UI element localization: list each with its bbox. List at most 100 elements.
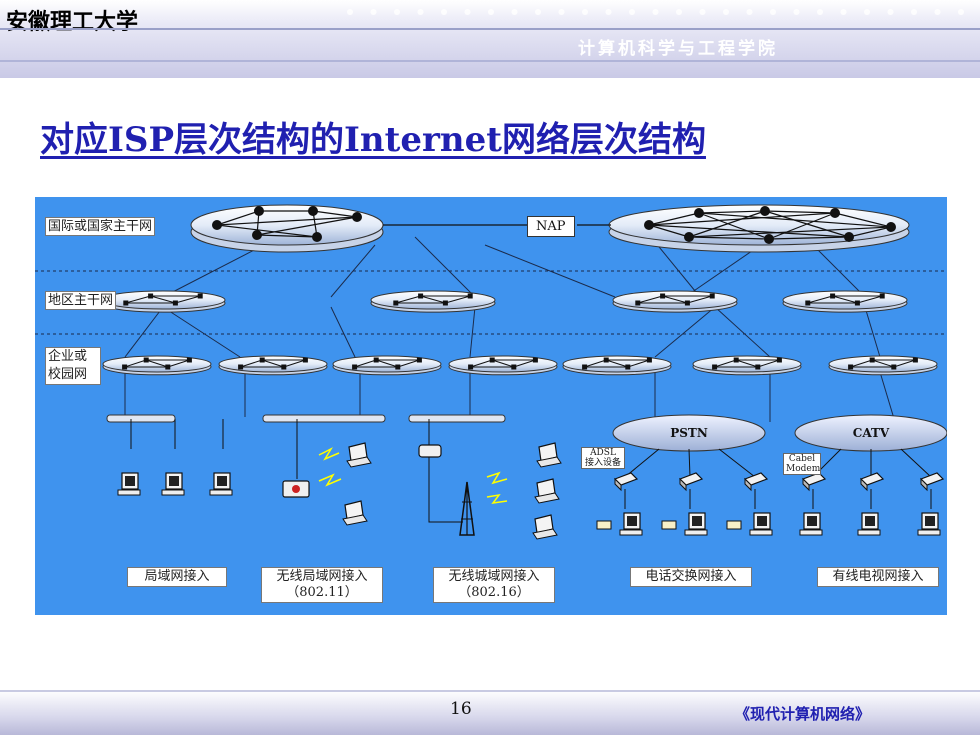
campus-ring-6-node	[712, 364, 718, 370]
regional-ring-4-node	[805, 300, 811, 306]
campus-ring-3-link	[397, 359, 420, 368]
wman-laptop-3-base	[532, 528, 558, 540]
campus-ring-6-link	[714, 359, 737, 368]
campus-ring-5-node	[646, 357, 652, 363]
national-ring-left-link	[216, 210, 260, 226]
uplink-line	[469, 306, 476, 358]
national-ring-right-node	[684, 232, 694, 242]
header-rule-2	[0, 60, 980, 62]
campus-ring-4-node	[468, 364, 474, 370]
catv-label: CATV	[853, 426, 890, 440]
caption-catv: 有线电视网接入	[817, 567, 939, 587]
campus-ring-3-node	[416, 357, 422, 363]
campus-ring-3-node	[373, 357, 379, 363]
catv-pc-3-keyboard	[917, 529, 941, 536]
lan-pc-1-keyboard	[117, 489, 141, 496]
adsl-device-label: ADSL 接入设备	[581, 447, 625, 469]
national-ring-right-link	[768, 212, 836, 240]
uplink-line	[714, 306, 771, 358]
national-ring-right-node	[844, 232, 854, 242]
catv-pc-2-keyboard	[857, 529, 881, 536]
pstn-label: PSTN	[670, 426, 708, 440]
campus-ring-4-link	[492, 359, 514, 368]
campus-ring-3-link	[354, 359, 377, 368]
campus-ring-1-node	[165, 364, 171, 370]
national-ring-right-link	[698, 212, 770, 240]
wlan-laptop-1-base	[346, 456, 372, 468]
regional-ring-1-node	[197, 293, 203, 299]
lan-pc-3-screen	[217, 476, 227, 486]
regional-ring-3-node	[709, 293, 715, 299]
campus-ring-3-node	[395, 364, 401, 370]
national-ring-right-link	[688, 210, 766, 238]
uplink-line	[864, 306, 881, 358]
national-ring-right-node	[760, 206, 770, 216]
campus-ring-4-link	[513, 359, 536, 368]
wlan-laptop-2-base	[342, 514, 368, 526]
catv-pc-1-screen	[807, 516, 817, 526]
lan-pc-2-screen	[169, 476, 179, 486]
pstn-pc-3-screen	[757, 516, 767, 526]
adsl-modem-2-side	[679, 477, 687, 492]
level-label-regional: 地区主干网	[45, 291, 117, 310]
national-ring-left-node	[352, 212, 362, 222]
lan-pc-1-screen	[125, 476, 135, 486]
regional-ring-1-node	[148, 293, 154, 299]
lan-bus-1	[106, 414, 176, 423]
national-ring-left-link	[216, 216, 358, 226]
national-ring-right-link	[698, 210, 766, 214]
campus-ring-3-node	[352, 364, 358, 370]
regional-ring-4-node	[830, 293, 836, 299]
footer-band	[0, 690, 980, 735]
national-ring-right-link	[648, 224, 690, 238]
national-ring-left-node	[312, 232, 322, 242]
campus-ring-1-node	[122, 364, 128, 370]
campus-ring-5-link	[606, 359, 628, 368]
pstn-pc-2-screen	[692, 516, 702, 526]
wman-laptop-1-base	[536, 456, 562, 468]
regional-ring-1-link	[175, 295, 201, 304]
catv-pc-3-screen	[925, 516, 935, 526]
regional-ring-2-link	[420, 295, 446, 304]
uplink-line	[654, 306, 716, 358]
national-ring-right-node	[694, 208, 704, 218]
campus-ring-5-node	[625, 364, 631, 370]
caption-wman-line1: 无线城域网接入	[448, 569, 540, 584]
national-ring-right-link	[688, 226, 892, 238]
pstn-phone-3	[726, 520, 742, 530]
caption-pstn: 电话交换网接入	[630, 567, 752, 587]
campus-ring-1-link	[124, 359, 147, 368]
campus-ring-7-link	[893, 359, 916, 368]
uplink-line	[162, 306, 241, 358]
national-ring-left-node	[308, 206, 318, 216]
nap-box: NAP	[527, 216, 575, 237]
pstn-line	[688, 448, 691, 478]
campus-ring-7-node	[912, 357, 918, 363]
campus-ring-7-link	[872, 359, 894, 368]
campus-ring-4-node	[489, 357, 495, 363]
campus-ring-2-node	[259, 357, 265, 363]
network-drawing: PSTN CATV	[35, 204, 947, 540]
caption-pstn-line1: 电话交换网接入	[645, 569, 737, 584]
footer-rule	[0, 690, 980, 692]
national-ring-left-node	[212, 220, 222, 230]
pstn-phone-1	[596, 520, 612, 530]
regional-ring-2-node	[418, 293, 424, 299]
regional-ring-1-link	[125, 295, 151, 304]
caption-wlan-line1: 无线局域网接入	[276, 569, 368, 584]
campus-ring-2-node	[281, 364, 287, 370]
caption-wman: 无线城域网接入 （802.16）	[433, 567, 555, 603]
regional-ring-1-node	[172, 300, 178, 306]
wireless-signal	[318, 447, 340, 461]
national-ring-right-link	[848, 226, 892, 238]
adsl-modem-3-side	[744, 477, 752, 492]
campus-ring-2-link	[240, 359, 263, 368]
adsl-modem-1-side	[614, 477, 622, 492]
regional-ring-2-link	[445, 295, 471, 304]
national-ring-left-link	[216, 224, 318, 238]
regional-ring-4-link	[807, 295, 833, 304]
campus-ring-6-link	[736, 359, 758, 368]
slide-title: 对应ISP层次结构的Internet网络层次结构	[40, 120, 706, 160]
wireless-signal	[486, 493, 508, 504]
campus-ring-4-node	[532, 357, 538, 363]
